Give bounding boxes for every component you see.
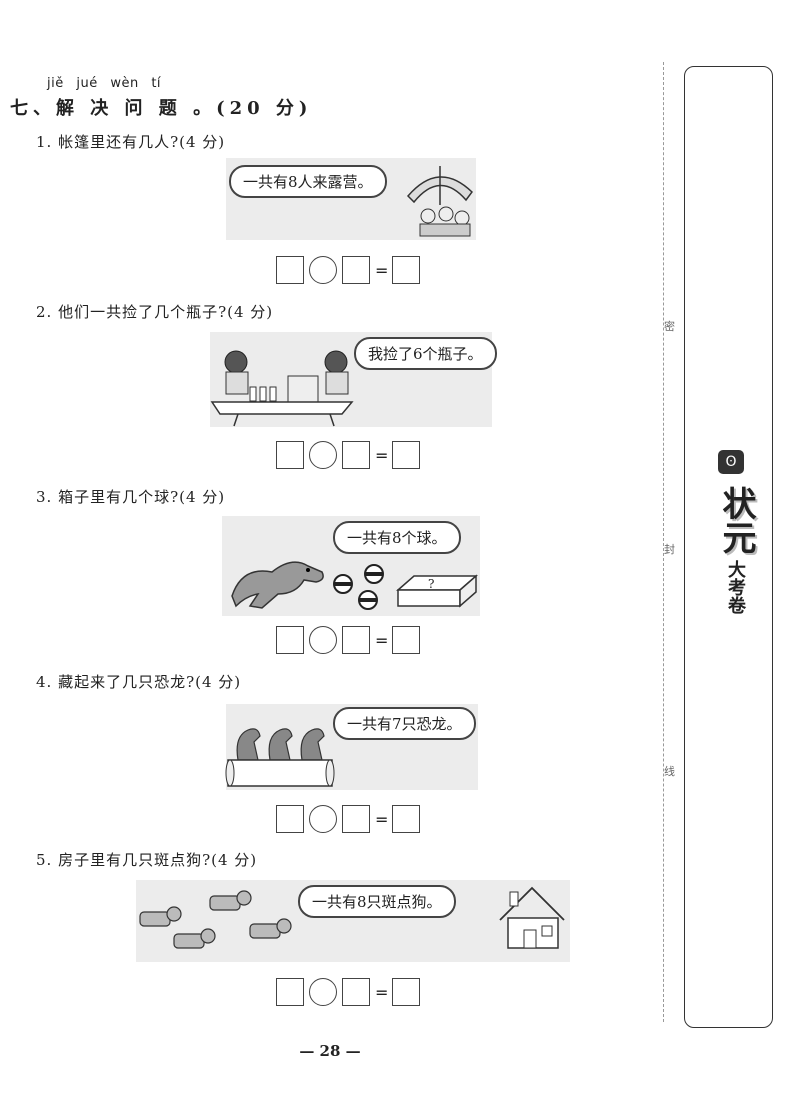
brand-logo-icon: ʘ <box>718 450 744 474</box>
question-3-equation: = <box>276 626 420 654</box>
result-box[interactable] <box>392 978 420 1006</box>
children-table-bottles-icon <box>210 350 354 427</box>
answer-box[interactable] <box>342 256 370 284</box>
result-box[interactable] <box>392 805 420 833</box>
house-icon <box>499 886 565 949</box>
margin-label-feng: 封 <box>664 543 675 556</box>
margin-label-xian: 线 <box>664 765 675 778</box>
question-2-speech-bubble: 我捡了6个瓶子。 <box>354 337 497 370</box>
answer-box[interactable] <box>276 256 304 284</box>
equals-sign: = <box>375 260 389 280</box>
dog-icon <box>231 561 324 609</box>
question-1-equation: = <box>276 256 420 284</box>
operator-circle[interactable] <box>309 626 337 654</box>
dinosaurs-scroll-icon <box>225 728 335 787</box>
margin-label-mi: 密 <box>664 320 675 333</box>
sidebar-frame <box>684 66 773 1028</box>
answer-box[interactable] <box>342 978 370 1006</box>
section-title: 七、解 决 问 题 。(20 分) <box>10 98 313 119</box>
operator-circle[interactable] <box>309 256 337 284</box>
result-box[interactable] <box>392 256 420 284</box>
operator-circle[interactable] <box>309 441 337 469</box>
question-4-speech-bubble: 一共有7只恐龙。 <box>333 707 476 740</box>
question-1-text: 1. 帐篷里还有几人?(4 分) <box>36 133 226 151</box>
question-2-equation: = <box>276 441 420 469</box>
question-4-equation: = <box>276 805 420 833</box>
answer-box[interactable] <box>276 805 304 833</box>
question-5-equation: = <box>276 978 420 1006</box>
equals-sign: = <box>375 445 389 465</box>
question-5-speech-bubble: 一共有8只斑点狗。 <box>298 885 456 918</box>
operator-circle[interactable] <box>309 978 337 1006</box>
operator-circle[interactable] <box>309 805 337 833</box>
result-box[interactable] <box>392 626 420 654</box>
answer-box[interactable] <box>342 441 370 469</box>
section-pinyin: jiě jué wèn tí <box>47 76 162 91</box>
question-2-text: 2. 他们一共捡了几个瓶子?(4 分) <box>36 303 274 321</box>
brand-subtitle: 大考卷 <box>725 560 746 614</box>
tent-campers-icon <box>406 166 473 237</box>
equals-sign: = <box>375 809 389 829</box>
answer-box[interactable] <box>276 441 304 469</box>
spotted-dogs-icon <box>139 890 292 949</box>
page-number: — 28 — <box>299 1042 361 1060</box>
equals-sign: = <box>375 630 389 650</box>
box-icon <box>396 574 478 608</box>
answer-box[interactable] <box>276 626 304 654</box>
box-question-mark: ? <box>428 577 435 591</box>
equals-sign: = <box>375 982 389 1002</box>
result-box[interactable] <box>392 441 420 469</box>
question-3-speech-bubble: 一共有8个球。 <box>333 521 461 554</box>
question-1-speech-bubble: 一共有8人来露营。 <box>229 165 387 198</box>
brand-name: 状元 <box>716 486 756 554</box>
answer-box[interactable] <box>342 805 370 833</box>
question-3-text: 3. 箱子里有几个球?(4 分) <box>36 488 226 506</box>
answer-box[interactable] <box>276 978 304 1006</box>
question-5-text: 5. 房子里有几只斑点狗?(4 分) <box>36 851 258 869</box>
question-4-text: 4. 藏起来了几只恐龙?(4 分) <box>36 673 242 691</box>
binding-dashed-line <box>663 62 664 1022</box>
balls-icon <box>333 564 384 610</box>
answer-box[interactable] <box>342 626 370 654</box>
